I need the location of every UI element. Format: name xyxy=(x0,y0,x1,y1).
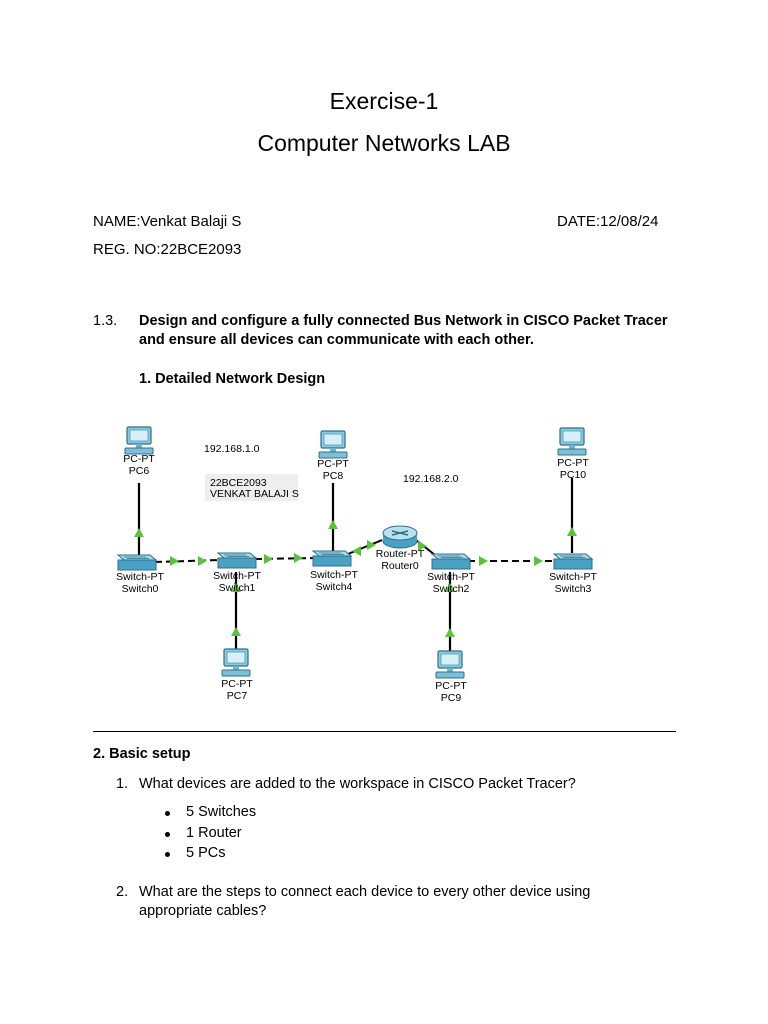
pc6-icon xyxy=(124,426,154,455)
switch2-icon xyxy=(431,553,471,570)
list-item: 1 Router xyxy=(164,825,256,846)
task-line-2: and ensure all devices can communicate w… xyxy=(139,332,534,348)
list-item: 5 Switches xyxy=(164,804,256,825)
router0-icon xyxy=(382,525,418,549)
pc8-icon xyxy=(318,430,348,459)
pc10-type-label: PC-PT xyxy=(557,457,589,469)
annotation-line-2: VENKAT BALAJI S xyxy=(210,488,299,500)
router0-type-label: Router-PT xyxy=(376,548,425,560)
pc10-icon xyxy=(557,427,587,456)
lab-title: Computer Networks LAB xyxy=(257,130,511,156)
switch2-type-label: Switch-PT xyxy=(427,571,475,583)
question-2-number: 2. xyxy=(116,884,129,900)
exercise-title: Exercise-1 xyxy=(329,88,439,114)
question-1-number: 1. xyxy=(116,776,129,792)
pc8-type-label: PC-PT xyxy=(317,458,349,470)
switch3-type-label: Switch-PT xyxy=(549,571,597,583)
switch4-name-label: Switch4 xyxy=(316,581,353,593)
question-1-text: What devices are added to the workspace … xyxy=(139,776,576,792)
switch4-type-label: Switch-PT xyxy=(310,569,358,581)
devices-list: 5 Switches 1 Router 5 PCs xyxy=(164,804,256,866)
section-divider xyxy=(93,731,676,732)
switch0-icon xyxy=(117,554,157,571)
switch3-icon xyxy=(553,553,593,570)
network-2-address: 192.168.2.0 xyxy=(403,473,459,485)
registration-number: REG. NO:22BCE2093 xyxy=(93,241,242,258)
task-line-1: Design and configure a fully connected B… xyxy=(139,313,668,329)
question-2-line-1: What are the steps to connect each devic… xyxy=(139,884,591,900)
question-2-line-2: appropriate cables? xyxy=(139,903,267,919)
pc10-name-label: PC10 xyxy=(560,469,586,481)
pc7-type-label: PC-PT xyxy=(221,678,253,690)
pc8-name-label: PC8 xyxy=(323,470,344,482)
annotation-note xyxy=(205,474,298,501)
pc6-type-label: PC-PT xyxy=(123,453,155,465)
pc6-name-label: PC6 xyxy=(129,465,150,477)
pc9-icon xyxy=(435,650,465,679)
annotation-line-1: 22BCE2093 xyxy=(210,477,267,489)
pc7-icon xyxy=(221,648,251,677)
switch1-icon xyxy=(217,552,257,569)
switch2-name-label: Switch2 xyxy=(433,583,470,595)
pc9-type-label: PC-PT xyxy=(435,680,467,692)
pc7-name-label: PC7 xyxy=(227,690,248,702)
network-1-address: 192.168.1.0 xyxy=(204,443,260,455)
submission-date: DATE:12/08/24 xyxy=(557,213,659,230)
switch1-name-label: Switch1 xyxy=(219,582,256,594)
section2-heading: 2. Basic setup xyxy=(93,746,191,762)
design-subheading: 1. Detailed Network Design xyxy=(139,371,326,387)
router0-name-label: Router0 xyxy=(381,560,419,572)
switch0-name-label: Switch0 xyxy=(122,583,159,595)
switch0-type-label: Switch-PT xyxy=(116,571,164,583)
pc9-name-label: PC9 xyxy=(441,692,462,704)
student-name: NAME:Venkat Balaji S xyxy=(93,213,242,230)
switch1-type-label: Switch-PT xyxy=(213,570,261,582)
cable-links xyxy=(137,478,574,652)
task-number: 1.3. xyxy=(93,313,118,329)
switch3-name-label: Switch3 xyxy=(555,583,592,595)
list-item: 5 PCs xyxy=(164,845,256,866)
switch4-icon xyxy=(312,550,352,567)
